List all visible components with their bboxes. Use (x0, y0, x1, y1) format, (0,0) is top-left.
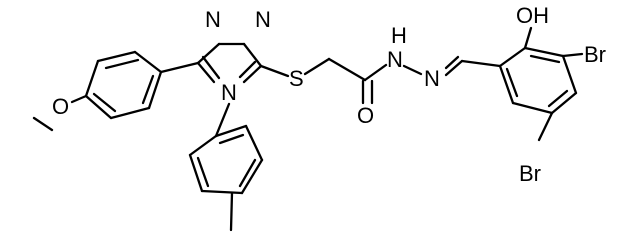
triazole-n-top-right: N (255, 7, 271, 32)
triazole-n-top-left: N (205, 7, 221, 32)
hydroxyl-group: OH (516, 3, 549, 28)
atom-labels: N N N O S O H N N OH Br Br (52, 3, 606, 186)
carbonyl-oxygen: O (357, 103, 374, 128)
hydrazide-nh-h: H (391, 23, 407, 48)
triazole-n-bottom: N (221, 80, 237, 105)
imine-nitrogen: N (424, 66, 440, 91)
bromine-bottom: Br (519, 161, 541, 186)
ether-oxygen: O (52, 94, 69, 119)
thioether-sulfur: S (289, 66, 304, 91)
bond-network (32, 26, 584, 232)
bromine-top: Br (584, 42, 606, 67)
hydrazide-nh: N (387, 47, 403, 72)
